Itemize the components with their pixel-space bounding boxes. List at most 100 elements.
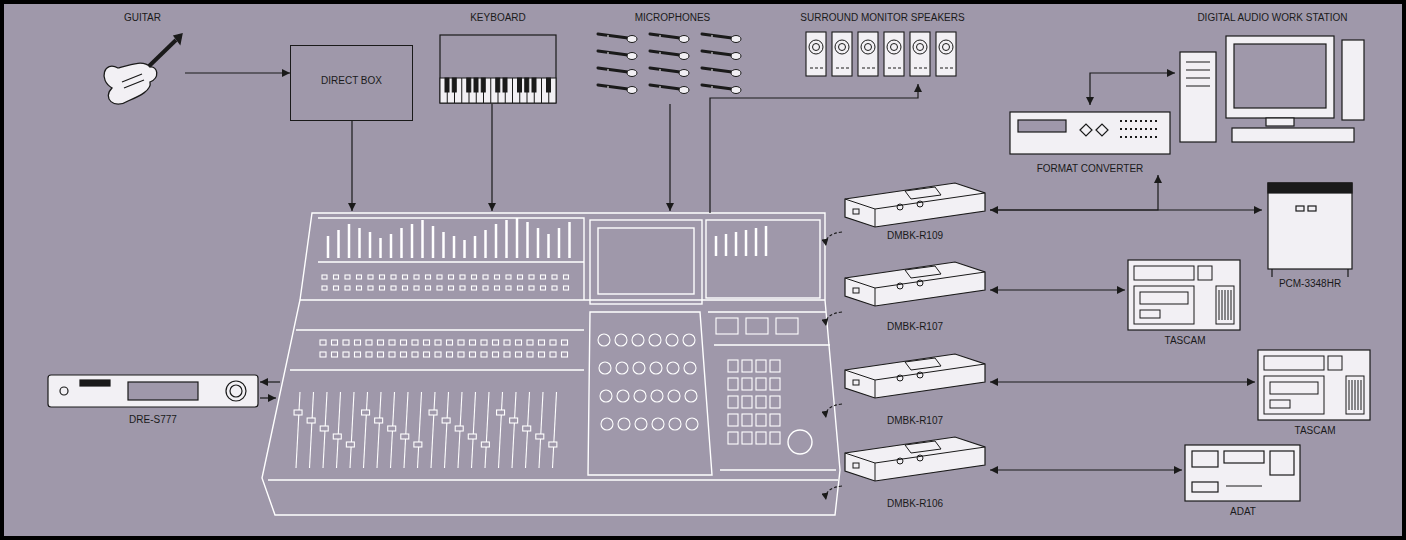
device-label: DIGITAL AUDIO WORK STATION — [1197, 12, 1347, 24]
format-converter-illustration-part-part — [1140, 136, 1142, 138]
keyboard-illustration-part-part — [541, 78, 542, 103]
connector — [990, 289, 1125, 290]
console-controls-part — [552, 286, 557, 290]
console-controls-part — [333, 434, 341, 439]
console-controls-part — [499, 392, 503, 468]
console-controls-part — [337, 392, 341, 468]
console-controls-part — [634, 390, 646, 402]
console-controls-part — [390, 234, 393, 258]
microphone-illustrations-part — [650, 34, 680, 38]
console-controls-part — [539, 352, 545, 357]
mixing-console — [262, 213, 840, 515]
console-controls-part — [516, 340, 522, 345]
computer-illustration-part — [1186, 62, 1210, 86]
interface-card: DMBK-R106 — [840, 430, 990, 510]
console-controls-part — [504, 340, 510, 345]
microphone-illustrations-part — [660, 35, 661, 37]
console-controls-part — [745, 230, 748, 256]
device-label: DMBK-R106 — [887, 498, 943, 510]
keyboard-illustration-part-part — [461, 78, 462, 103]
instrument: KEYBOARD — [438, 12, 558, 105]
connector — [990, 469, 1182, 470]
multitrack-illustration-part — [1296, 206, 1304, 211]
microphone-illustrations-part — [679, 87, 689, 94]
microphone-illustrations-part — [608, 69, 609, 71]
console-controls-part — [366, 352, 372, 357]
console-controls — [294, 218, 798, 468]
console-controls-part — [332, 352, 338, 357]
console-controls-part — [474, 236, 477, 258]
console-controls-part — [337, 230, 340, 258]
console-controls-part — [497, 410, 505, 415]
computer-illustration — [1180, 36, 1364, 142]
format-converter-illustration-part-part — [1130, 128, 1132, 130]
console-controls-part — [685, 390, 697, 402]
console-controls-part — [616, 362, 628, 374]
guitar-illustration-part — [174, 34, 182, 44]
console-controls-part — [564, 286, 569, 290]
format-converter-illustration-part-part — [1145, 128, 1147, 130]
console-controls-part — [728, 414, 738, 426]
format-converter-illustration-part-part — [1150, 120, 1152, 122]
console-controls-part — [455, 426, 463, 431]
console-controls-part — [484, 230, 487, 258]
microphone-illustrations-part — [650, 85, 680, 89]
speaker-group: SURROUND MONITOR SPEAKERS — [795, 12, 970, 82]
console-controls-part — [481, 340, 487, 345]
format-converter-illustration-part-part — [1135, 136, 1137, 138]
console-controls-part — [669, 418, 681, 430]
console-controls-part — [447, 340, 453, 345]
multitrack-illustration-part — [1268, 183, 1352, 193]
console-controls-part — [518, 275, 523, 279]
console-controls-part — [343, 352, 349, 357]
console-controls-part — [458, 340, 464, 345]
microphone-illustrations-part — [598, 34, 628, 38]
microphone-illustrations-part — [731, 36, 741, 43]
console-controls-part — [404, 392, 408, 468]
connector — [990, 381, 1255, 382]
console-controls-part — [632, 334, 644, 346]
console-controls-part — [493, 352, 499, 357]
computer-illustration-part — [1232, 128, 1354, 142]
console-controls-part — [516, 218, 519, 258]
console-controls-part — [449, 286, 454, 290]
keyboard-illustration-part-part — [467, 78, 471, 92]
console-controls-part — [523, 426, 531, 431]
recorder: TASCAM — [1125, 255, 1245, 347]
console-controls-part — [445, 392, 449, 468]
guitar-illustration-part — [104, 63, 157, 104]
console-controls-part — [481, 352, 487, 357]
console-controls-part — [518, 286, 523, 290]
recorder: ADAT — [1182, 440, 1304, 518]
console-controls-part — [322, 286, 327, 290]
console-controls-part — [742, 414, 752, 426]
console-controls-part — [527, 352, 533, 357]
device-label: DIRECT BOX — [321, 75, 382, 87]
format-converter-illustration-part — [1010, 112, 1170, 154]
card-insert-arrows — [826, 232, 842, 500]
signal-wires-part — [260, 381, 280, 382]
console-controls-part — [539, 392, 543, 468]
console-controls-part — [506, 275, 511, 279]
console-controls-part — [389, 352, 395, 357]
speaker-illustrations-part — [839, 44, 846, 51]
effects-unit: DRE-S777 — [45, 368, 261, 426]
speaker-illustrations-part — [810, 68, 823, 69]
recorder: TASCAM — [1255, 345, 1375, 437]
microphone-illustrations-part — [627, 53, 637, 60]
console-controls-part — [558, 228, 561, 258]
device-label: TASCAM — [1295, 425, 1336, 437]
converter: FORMAT CONVERTER — [1005, 105, 1175, 175]
console-controls-part — [327, 236, 330, 258]
format-converter-illustration-part-part — [1125, 120, 1127, 122]
multitrack-illustration-part — [1308, 206, 1316, 211]
console-controls-part — [334, 286, 339, 290]
console-controls-part — [432, 226, 435, 258]
console-controls-part — [366, 340, 372, 345]
keyboard-illustration-part-part — [512, 78, 513, 103]
console-controls-part — [485, 392, 489, 468]
speaker-illustrations-part — [888, 68, 901, 69]
speaker-illustrations-part — [832, 32, 852, 76]
speaker-illustrations-part — [917, 44, 924, 51]
